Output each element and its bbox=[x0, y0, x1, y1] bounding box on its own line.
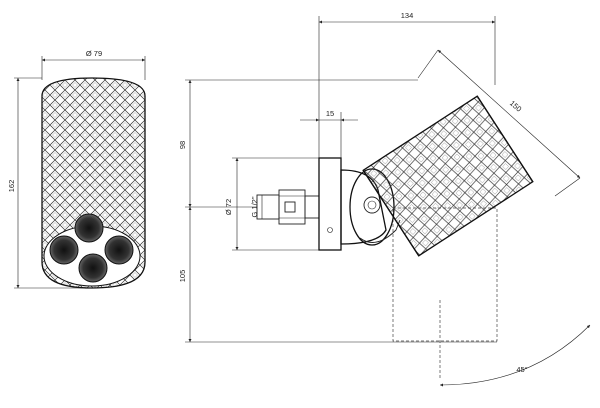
dim-front-diameter-label: Ø 79 bbox=[86, 49, 102, 58]
inlet-fitting bbox=[256, 189, 320, 225]
nozzle-left bbox=[49, 235, 79, 265]
front-view: Ø 79 162 bbox=[7, 49, 146, 289]
nozzle-bottom bbox=[78, 253, 108, 283]
dim-front-height: 162 bbox=[7, 77, 92, 289]
dim-thread-label: G 1/2" bbox=[250, 196, 259, 217]
nozzle-right bbox=[104, 235, 134, 265]
dim-length-body-label: 150 bbox=[508, 99, 523, 114]
dim-angle: 45° bbox=[439, 324, 591, 387]
wall-plate bbox=[318, 157, 342, 251]
nozzle-top bbox=[74, 213, 104, 243]
dim-plate-thickness-label: 15 bbox=[326, 109, 334, 118]
dim-width-total-label: 134 bbox=[401, 11, 414, 20]
dim-front-height-label: 162 bbox=[7, 180, 16, 193]
dim-front-diameter: Ø 79 bbox=[41, 49, 146, 80]
dim-plate-thickness: 15 bbox=[300, 109, 358, 158]
dim-angle-label: 45° bbox=[516, 365, 527, 374]
nozzle-cluster bbox=[49, 213, 134, 283]
side-view: 134 150 15 98 105 bbox=[178, 11, 591, 387]
dim-thread: G 1/2" bbox=[250, 195, 263, 219]
dim-height-upper-label: 98 bbox=[178, 141, 187, 149]
dim-plate-diameter-label: Ø 72 bbox=[224, 199, 233, 215]
dim-plate-diameter: Ø 72 bbox=[224, 157, 319, 251]
dim-height-lower-label: 105 bbox=[178, 270, 187, 283]
